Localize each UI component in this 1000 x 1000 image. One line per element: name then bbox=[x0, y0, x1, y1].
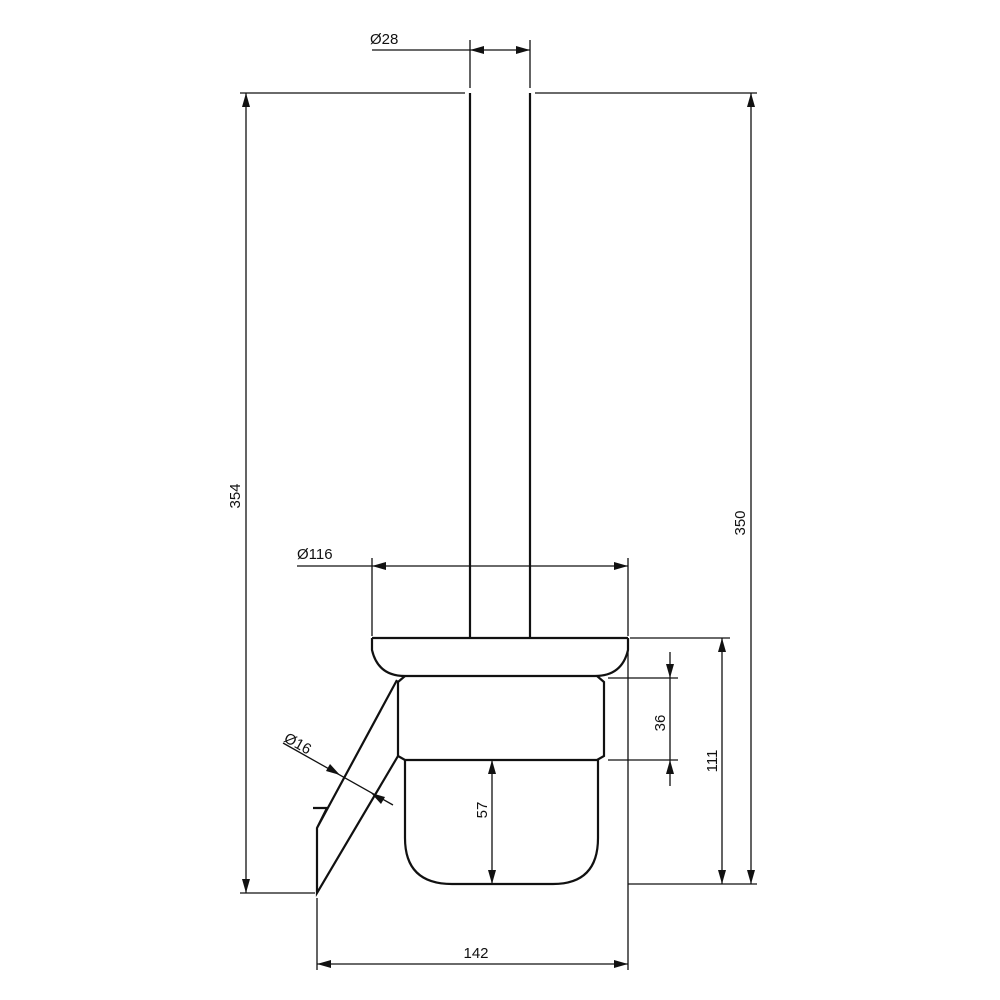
brush-handle bbox=[468, 93, 532, 638]
label-glass-depth: 57 bbox=[474, 802, 491, 819]
glass-cup bbox=[403, 760, 600, 886]
label-holder-total-height: 111 bbox=[704, 750, 721, 773]
label-wall-bracket-diameter: Ø16 bbox=[281, 730, 314, 759]
product-outline bbox=[313, 93, 630, 898]
label-overall-height: 354 bbox=[227, 483, 244, 508]
label-cup-diameter: Ø116 bbox=[297, 546, 333, 563]
wall-bracket-arm bbox=[313, 679, 399, 898]
dimension-cup-diameter: Ø116 bbox=[297, 546, 629, 636]
dimension-glass-depth: 57 bbox=[474, 760, 496, 884]
dimension-wall-projection: 142 bbox=[316, 645, 629, 970]
label-brush-height: 350 bbox=[732, 510, 749, 535]
dimension-brush-height: 350 bbox=[535, 92, 757, 885]
dimension-stem-diameter: Ø28 bbox=[370, 31, 531, 88]
dimension-holder-ring-height: 36 bbox=[608, 652, 678, 786]
holder-ring bbox=[396, 675, 606, 762]
label-holder-ring-height: 36 bbox=[652, 715, 669, 732]
dimension-overall-height: 354 bbox=[227, 92, 465, 894]
dimension-holder-total-height: 111 bbox=[630, 637, 730, 884]
label-wall-projection: 142 bbox=[463, 945, 488, 962]
label-stem-diameter: Ø28 bbox=[370, 31, 398, 48]
brush-lid bbox=[370, 638, 630, 678]
